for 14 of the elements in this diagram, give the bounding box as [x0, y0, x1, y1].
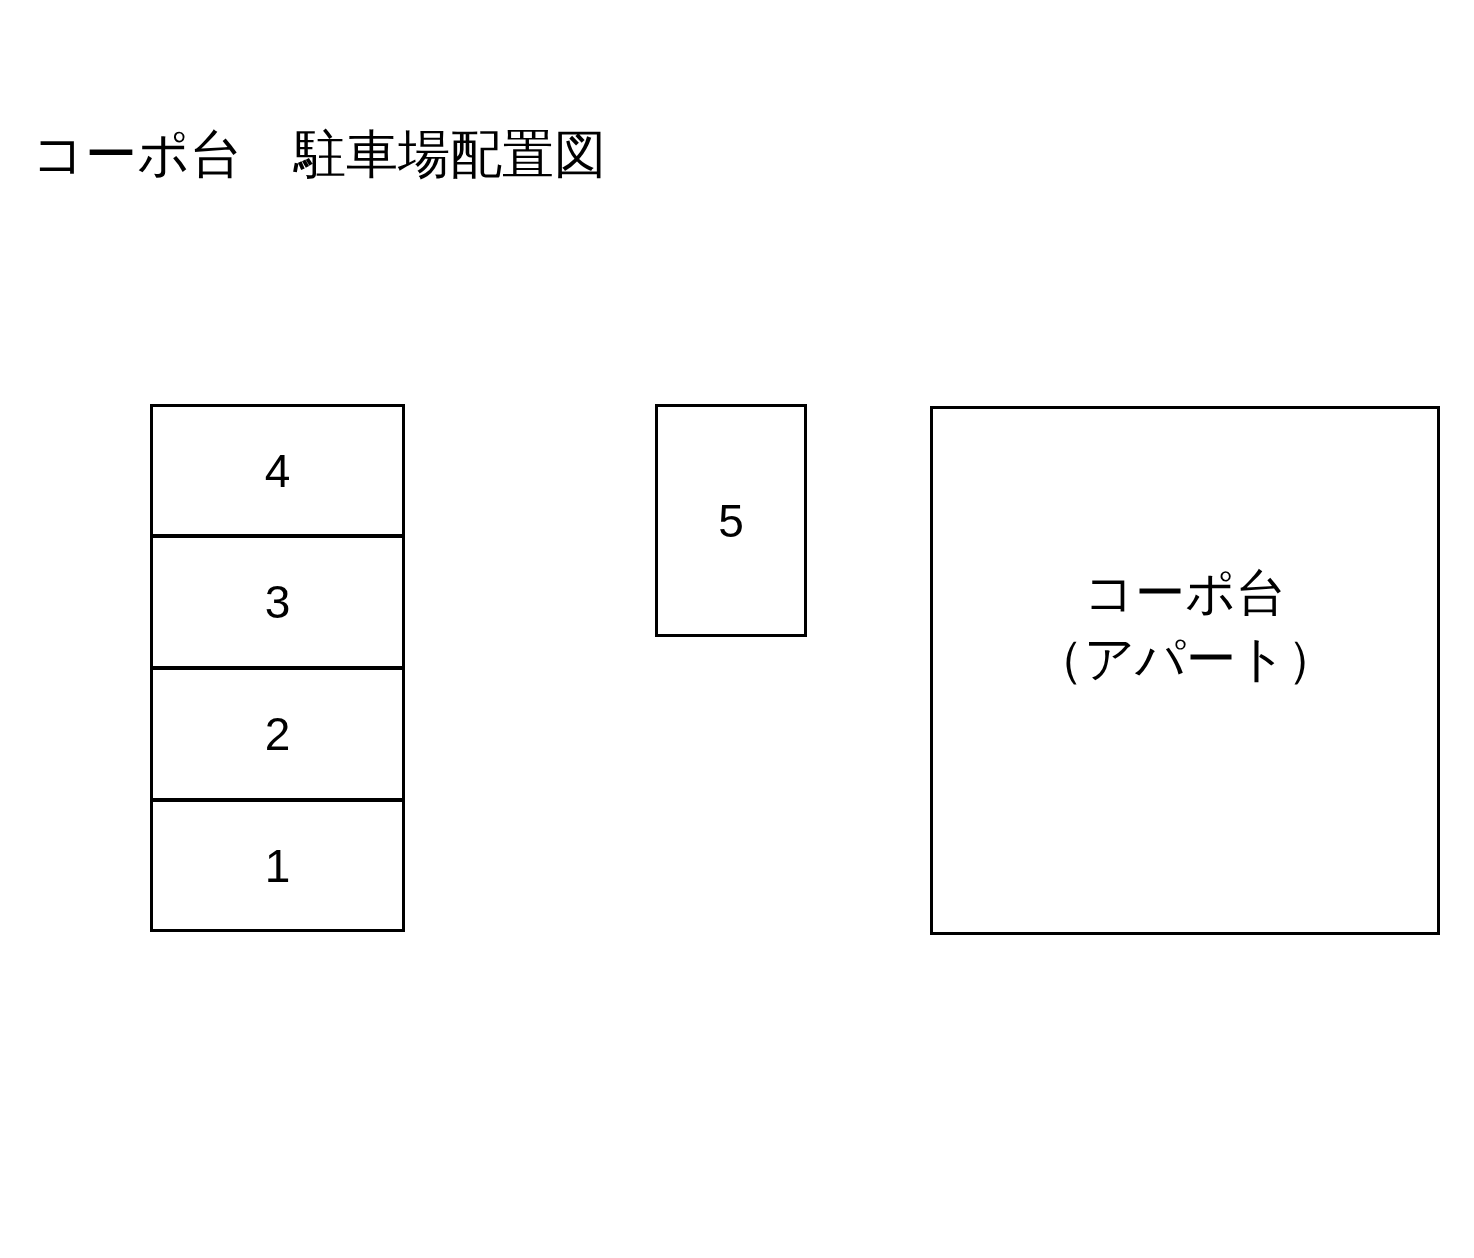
parking-space — [150, 799, 405, 932]
building-box — [930, 406, 1440, 935]
building-label: （アパート） — [1033, 628, 1337, 690]
space-number: 1 — [264, 839, 291, 892]
parking-space — [655, 404, 807, 637]
space-number: 2 — [264, 708, 291, 760]
space-number: 5 — [718, 494, 744, 547]
parking-space — [150, 404, 405, 537]
title: コーポ台 駐車場配置図 — [32, 123, 606, 186]
parking-space — [150, 535, 405, 669]
space-number: 3 — [264, 576, 291, 628]
building-label: コーポ台 — [1084, 562, 1286, 624]
space-number: 4 — [264, 444, 291, 497]
parking-space — [150, 667, 405, 801]
